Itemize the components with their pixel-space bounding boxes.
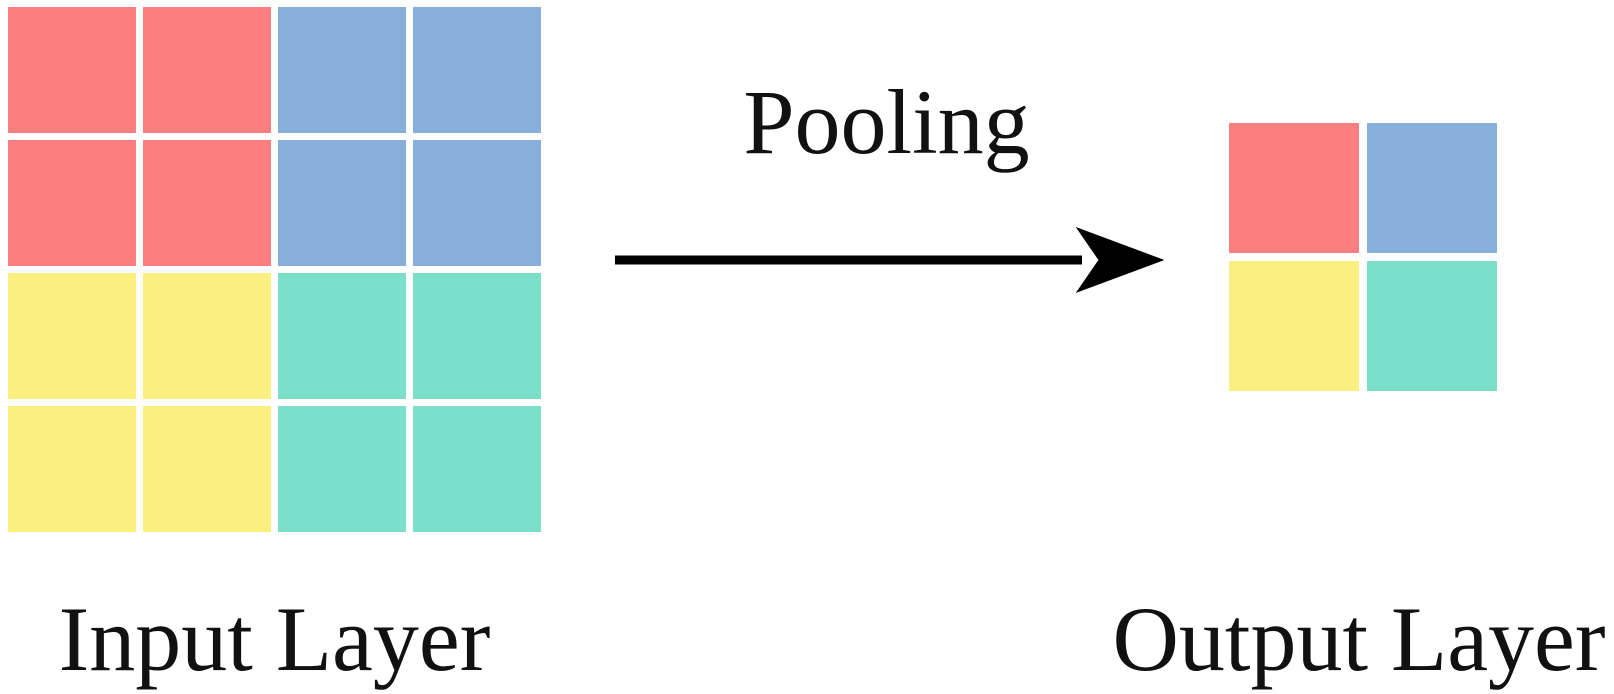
output-cell-r2c1-yellow <box>1229 261 1359 391</box>
input-cell-r2c2-red <box>143 140 271 266</box>
input-cell-r1c2-red <box>143 7 271 133</box>
input-layer-grid <box>8 7 541 532</box>
arrow-head-icon <box>1075 226 1165 294</box>
input-cell-r2c1-red <box>8 140 136 266</box>
input-cell-r3c2-yellow <box>143 273 271 399</box>
input-layer-label: Input Layer <box>58 588 491 690</box>
input-cell-r1c4-blue <box>413 7 541 133</box>
output-layer-label: Output Layer <box>1112 588 1606 690</box>
input-cell-r3c1-yellow <box>8 273 136 399</box>
pooling-label: Pooling <box>743 71 1030 173</box>
output-layer-grid <box>1229 123 1497 391</box>
pooling-arrow-icon <box>615 226 1165 294</box>
output-cell-r1c1-red <box>1229 123 1359 253</box>
input-cell-r2c4-blue <box>413 140 541 266</box>
input-cell-r1c1-red <box>8 7 136 133</box>
input-cell-r4c3-teal <box>278 406 406 532</box>
input-cell-r2c3-blue <box>278 140 406 266</box>
input-cell-r3c3-teal <box>278 273 406 399</box>
output-cell-r1c2-blue <box>1367 123 1497 253</box>
output-cell-r2c2-teal <box>1367 261 1497 391</box>
input-cell-r4c4-teal <box>413 406 541 532</box>
input-cell-r3c4-teal <box>413 273 541 399</box>
input-cell-r1c3-blue <box>278 7 406 133</box>
input-cell-r4c2-yellow <box>143 406 271 532</box>
input-cell-r4c1-yellow <box>8 406 136 532</box>
